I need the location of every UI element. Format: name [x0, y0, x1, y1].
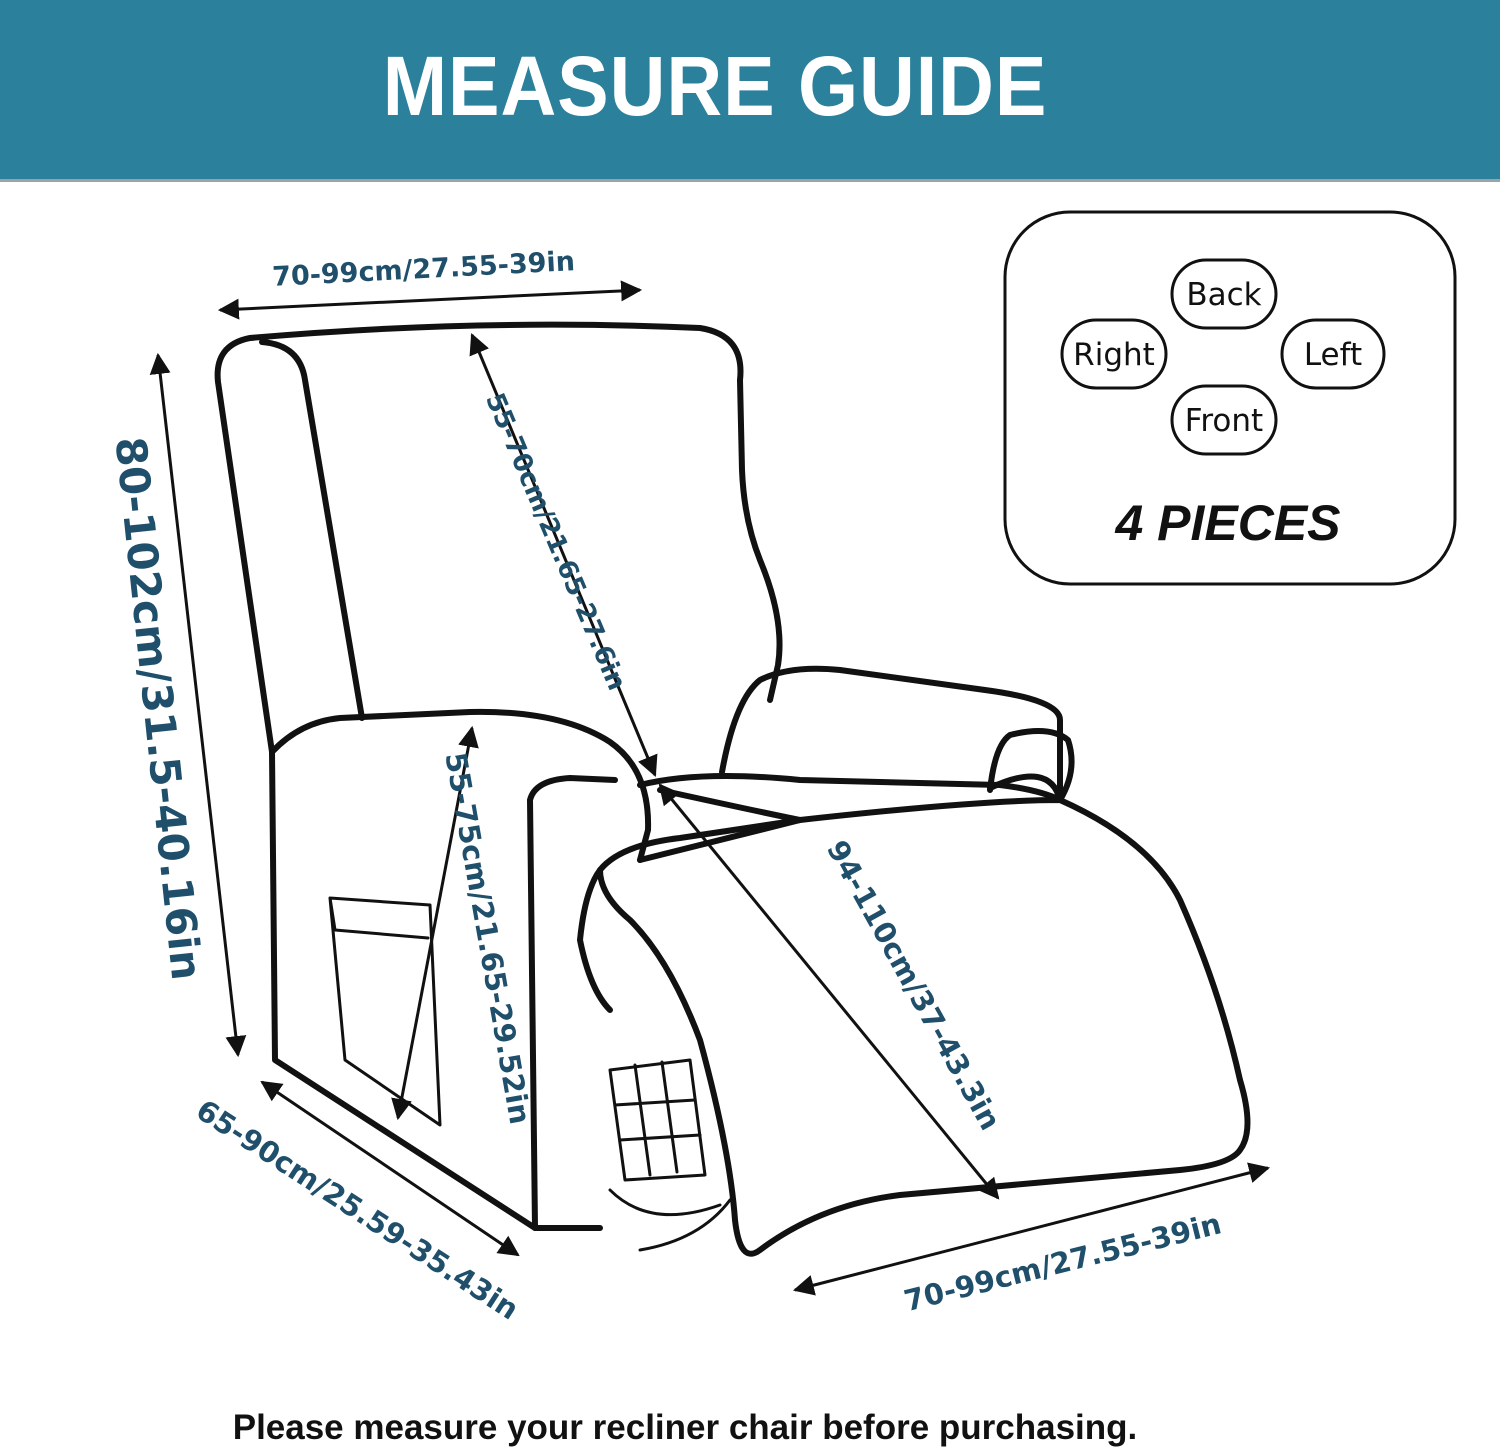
chair-arm-right-pad [987, 728, 1075, 803]
label-front-width: 70-99cm/27.55-39in [901, 1206, 1225, 1318]
chair-pocket [328, 896, 442, 1127]
piece-right-pill: Right [1060, 318, 1168, 390]
chair-arm-right [719, 665, 1063, 803]
piece-front-label: Front [1185, 403, 1263, 439]
piece-left-pill: Left [1280, 318, 1386, 390]
piece-back-pill: Back [1170, 258, 1278, 330]
chair-footrest-inner [577, 867, 613, 1013]
arrow-seat-length [658, 783, 1000, 1200]
label-height: 80-102cm/31.5-40.16in [106, 435, 212, 983]
arrow-back-length [469, 333, 658, 777]
label-back-width: 70-99cm/27.55-39in [271, 246, 575, 293]
label-arm-height: 55-75cm/21.65-29.52in [438, 750, 537, 1127]
footer-note: Please measure your recliner chair befor… [232, 1408, 1138, 1447]
piece-front-pill: Front [1170, 384, 1278, 456]
chair-backrest [214, 321, 783, 755]
recliner-diagram: 70-99cm/27.55-39in 80-102cm/31.5-40.16in… [106, 210, 1457, 1327]
dimension-arrows [149, 280, 1271, 1296]
label-back-length: 55-70cm/21.65-27.6in [479, 389, 632, 695]
arrow-depth [260, 1080, 520, 1257]
piece-left-label: Left [1304, 337, 1362, 373]
pieces-count: 4 PIECES [1114, 495, 1340, 551]
chair-backrest-side [259, 339, 365, 721]
arrow-back-width [217, 280, 643, 320]
label-depth: 65-90cm/25.59-35.43in [190, 1093, 525, 1327]
chair-arm-left-front [269, 749, 618, 1231]
label-seat-length: 94-110cm/37-43.3in [820, 835, 1008, 1136]
piece-right-label: Right [1073, 337, 1155, 373]
header-banner: MEASURE GUIDE [0, 0, 1500, 182]
piece-back-label: Back [1186, 277, 1261, 313]
arrow-height [149, 352, 247, 1058]
page-title: MEASURE GUIDE [382, 39, 1048, 133]
arrow-arm-height [391, 725, 479, 1121]
chair-seat [637, 773, 1063, 803]
pieces-box: Back Right Left Front 4 PIECES [1003, 210, 1457, 586]
arrow-front-width [792, 1162, 1271, 1296]
